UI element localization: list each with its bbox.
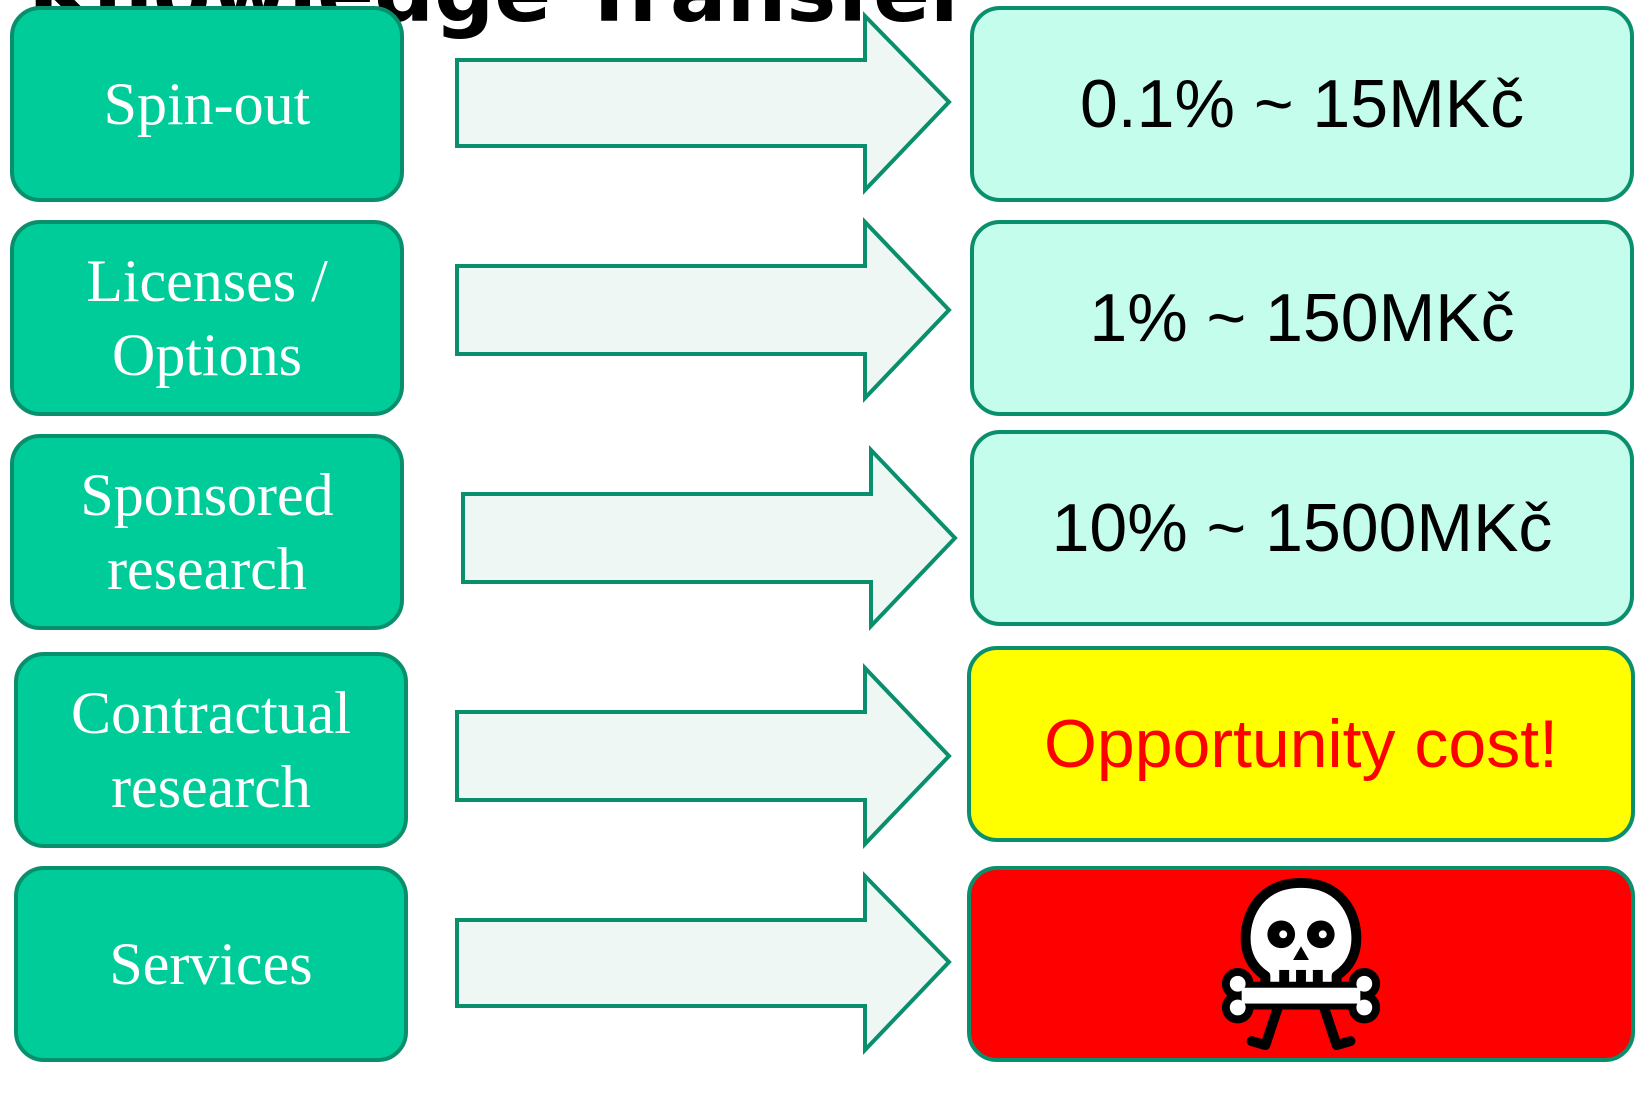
arrow-licenses-options [455,217,952,403]
arrow-services [455,871,952,1055]
result-licenses-options: 1% ~ 150MKč [970,220,1634,416]
arrow-sponsored-research [461,445,958,631]
left-box-sponsored-research: Sponsored research [10,434,404,630]
result-spin-out: 0.1% ~ 15MKč [970,6,1634,202]
left-box-licenses-options: Licenses / Options [10,220,404,416]
arrow-spin-out [455,11,952,195]
arrow-contractual-research [455,663,952,849]
skull-crossbones-icon [1221,877,1381,1051]
left-box-spin-out: Spin-out [10,6,404,202]
left-box-contractual-research: Contractual research [14,652,408,848]
result-sponsored-research: 10% ~ 1500MKč [970,430,1634,626]
result-contractual-research: Opportunity cost! [967,646,1635,842]
left-box-services: Services [14,866,408,1062]
result-services [967,866,1635,1062]
